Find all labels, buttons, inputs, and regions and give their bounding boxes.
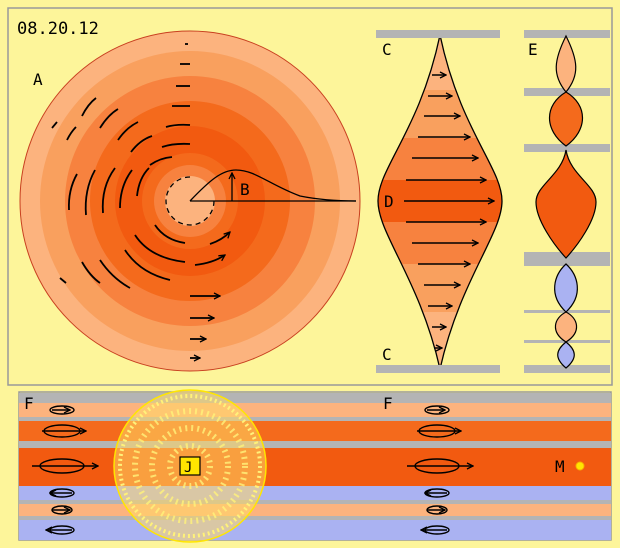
planet-J [113, 389, 267, 543]
vortices [32, 405, 473, 535]
label-A: A [33, 70, 43, 89]
label-D: D [384, 192, 394, 211]
label-E: E [528, 40, 538, 59]
shear-flow-arrows [404, 75, 494, 348]
upper-panel-frame [7, 7, 613, 386]
bands-F [19, 393, 611, 540]
label-C-bottom: C [382, 345, 392, 364]
plate-C-bottom [376, 365, 500, 373]
lobes-E [524, 30, 610, 373]
label-C-top: C [382, 40, 392, 59]
plate-C-top [376, 30, 500, 38]
label-F-left: F [24, 394, 34, 413]
label-F-right: F [383, 394, 393, 413]
radial-profile-B [189, 169, 357, 202]
label-M: M [555, 457, 565, 476]
date-label: 08.20.12 [17, 19, 99, 39]
moon-M-dot [575, 461, 585, 471]
label-J: J [184, 460, 192, 476]
label-B: B [240, 180, 250, 199]
disk-flow-arrows [51, 43, 230, 358]
